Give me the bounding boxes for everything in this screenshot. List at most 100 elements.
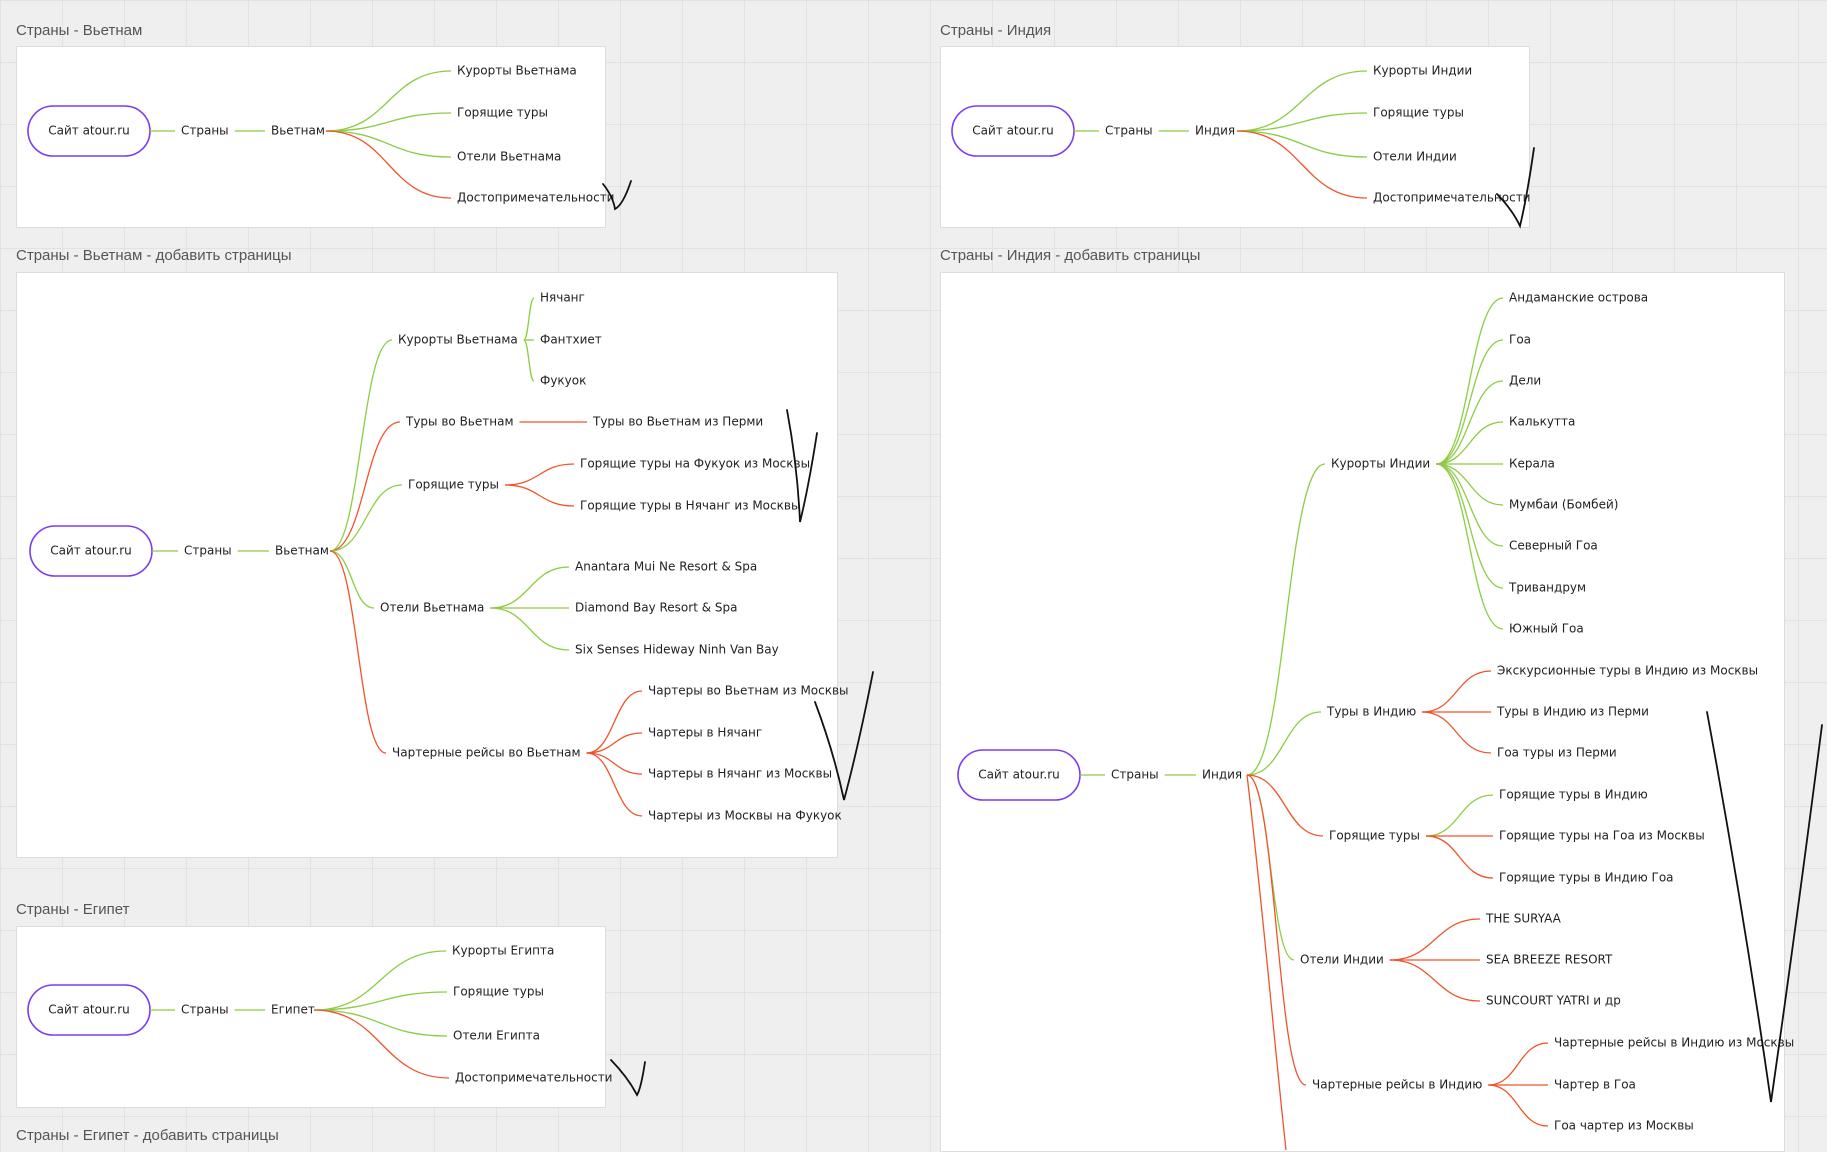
leaf-node[interactable]: Туры в Индию из Перми [1496, 705, 1649, 719]
edge-leaf [523, 339, 535, 382]
leaf-node[interactable]: Гоа [1509, 333, 1531, 347]
level1-node[interactable]: Страны [184, 544, 232, 558]
leaf-node[interactable]: Экскурсионные туры в Индию из Москвы [1497, 664, 1758, 678]
branch-node[interactable]: Горящие туры [408, 478, 499, 492]
edge-branch [1246, 774, 1324, 837]
root-node-label: Сайт atour.ru [48, 1003, 130, 1017]
leaf-node[interactable]: Мумбаи (Бомбей) [1509, 498, 1618, 512]
edge-branch [1246, 774, 1307, 1086]
edge-branch [313, 991, 448, 1011]
level1-node[interactable]: Страны [181, 124, 229, 138]
branch-node[interactable]: Отели Вьетнама [457, 150, 561, 164]
edge-branch [325, 130, 452, 199]
leaf-node[interactable]: Фантхиет [540, 333, 602, 347]
branch-node[interactable]: Курорты Индии [1331, 457, 1430, 471]
frame-title-vietnam-pages: Страны - Вьетнам - добавить страницы [16, 247, 292, 264]
handwritten-check-mark [1706, 711, 1823, 1103]
country-node[interactable]: Вьетнам [271, 124, 325, 138]
edge-leaf [1436, 463, 1504, 506]
mindmap-3: Сайт atour.ru Страны Индия Курорты Индии Анд… [957, 291, 1823, 1133]
branch-node[interactable]: Отели Индии [1300, 953, 1384, 967]
branch-node[interactable]: Курорты Вьетнама [457, 64, 577, 78]
branch-node[interactable]: Туры в Индию [1326, 705, 1416, 719]
branch-node[interactable]: Достопримечательности [1373, 191, 1530, 205]
frame-india-pages[interactable] [940, 272, 1785, 1152]
country-node[interactable]: Индия [1202, 768, 1242, 782]
branch-node[interactable]: Туры во Вьетнам [405, 415, 514, 429]
handwritten-check-mark [602, 180, 632, 211]
leaf-node[interactable]: Diamond Bay Resort & Spa [575, 601, 738, 615]
branch-node[interactable]: Курорты Индии [1373, 64, 1472, 78]
edge-branch [325, 112, 452, 132]
branch-node[interactable]: Курорты Вьетнама [398, 333, 518, 347]
leaf-node[interactable]: Гоа туры из Перми [1497, 746, 1617, 760]
branch-node[interactable]: Горящие туры [1373, 106, 1464, 120]
edge-leaf [1488, 1042, 1549, 1086]
frame-vietnam[interactable] [16, 46, 606, 228]
edge-leaf [1436, 339, 1504, 465]
frame-title-egypt-pages: Страны - Египет - добавить страницы [16, 1127, 279, 1144]
leaf-node[interactable]: Чартеры во Вьетнам из Москвы [648, 684, 849, 698]
leaf-node[interactable]: Six Senses Hideway Ninh Van Bay [575, 643, 779, 657]
root-node-label: Сайт atour.ru [978, 768, 1060, 782]
branch-node[interactable]: Достопримечательности [457, 191, 614, 205]
leaf-node[interactable]: Чартеры из Москвы на Фукуок [648, 809, 842, 823]
leaf-node[interactable]: Калькутта [1509, 415, 1575, 429]
edge-leaf [586, 752, 643, 817]
country-node[interactable]: Вьетнам [275, 544, 329, 558]
leaf-node[interactable]: Дели [1509, 374, 1541, 388]
edge-leaf [1436, 380, 1504, 465]
branch-node[interactable]: Чартерные рейсы в Индию [1312, 1078, 1482, 1092]
branch-node[interactable]: Достопримечательности [455, 1071, 612, 1085]
leaf-node[interactable]: Фукуок [540, 374, 586, 388]
leaf-node[interactable]: Северный Гоа [1509, 539, 1598, 553]
leaf-node[interactable]: Туры во Вьетнам из Перми [592, 415, 763, 429]
leaf-node[interactable]: Тривандрум [1508, 581, 1586, 595]
leaf-node[interactable]: Чартеры в Нячанг из Москвы [648, 767, 832, 781]
edge-branch [313, 1009, 450, 1079]
branch-node[interactable]: Горящие туры [457, 106, 548, 120]
level1-node[interactable]: Страны [1111, 768, 1159, 782]
edge-leaf [1436, 463, 1504, 589]
leaf-node[interactable]: Чартерные рейсы в Индию из Москвы [1554, 1036, 1794, 1050]
handwritten-check-mark [786, 409, 818, 523]
country-node[interactable]: Индия [1195, 124, 1235, 138]
edge-branch [329, 550, 387, 754]
leaf-node[interactable]: Горящие туры на Гоа из Москвы [1499, 829, 1705, 843]
leaf-node[interactable]: Андаманские острова [1509, 291, 1648, 305]
leaf-node[interactable]: SEA BREEZE RESORT [1486, 953, 1613, 967]
edge-leaf [523, 297, 535, 341]
level1-node[interactable]: Страны [1105, 124, 1153, 138]
leaf-node[interactable]: Чартер в Гоа [1554, 1078, 1636, 1092]
leaf-node[interactable]: Горящие туры в Индию Гоа [1499, 871, 1674, 885]
branch-node[interactable]: Отели Египта [453, 1029, 540, 1043]
edge-branch [329, 339, 393, 552]
handwritten-check-mark [610, 1059, 646, 1097]
branch-node[interactable]: Чартерные рейсы во Вьетнам [392, 746, 581, 760]
leaf-node[interactable]: Керала [1509, 457, 1555, 471]
leaf-node[interactable]: THE SURYAA [1485, 912, 1562, 926]
edge-leaf [490, 566, 570, 609]
country-node[interactable]: Египет [271, 1003, 315, 1017]
level1-node[interactable]: Страны [181, 1003, 229, 1017]
frame-vietnam-pages[interactable] [16, 272, 838, 858]
leaf-node[interactable]: Гоа чартер из Москвы [1554, 1119, 1694, 1133]
frame-egypt[interactable] [16, 926, 606, 1108]
leaf-node[interactable]: Горящие туры на Фукуок из Москвы [580, 457, 810, 471]
edge-leaf [1425, 794, 1494, 837]
leaf-node[interactable]: Горящие туры в Индию [1499, 788, 1648, 802]
leaf-node[interactable]: Горящие туры в Нячанг из Москвы [580, 499, 800, 513]
branch-node[interactable]: Отели Индии [1373, 150, 1457, 164]
branch-node[interactable]: Отели Вьетнама [380, 601, 484, 615]
edge-branch [1236, 70, 1368, 132]
leaf-node[interactable]: Чартеры в Нячанг [648, 726, 762, 740]
leaf-node[interactable]: Anantara Mui Ne Resort & Spa [575, 560, 757, 574]
branch-node[interactable]: Курорты Египта [452, 944, 554, 958]
leaf-node[interactable]: Южный Гоа [1509, 622, 1584, 636]
branch-node[interactable]: Горящие туры [453, 985, 544, 999]
leaf-node[interactable]: SUNCOURT YATRI и др [1486, 994, 1621, 1008]
leaf-node[interactable]: Нячанг [540, 291, 585, 305]
branch-node[interactable]: Горящие туры [1329, 829, 1420, 843]
